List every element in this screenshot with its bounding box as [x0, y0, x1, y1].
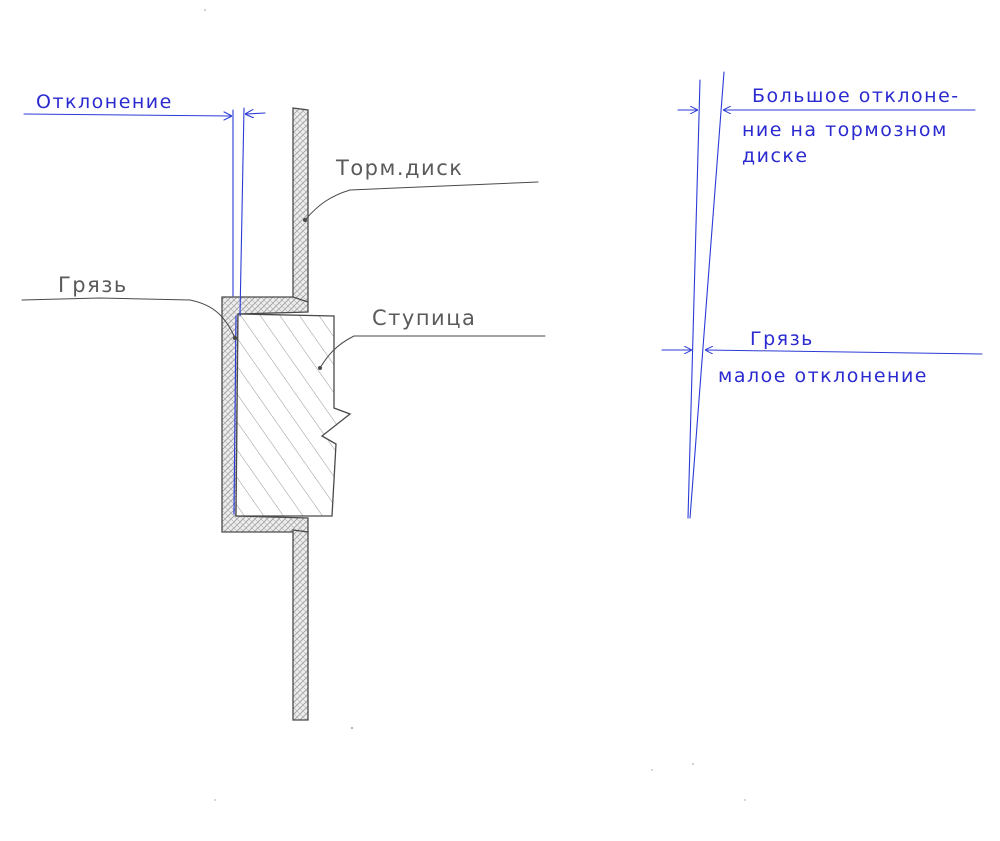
- deflection-dimension-line: [23, 114, 231, 116]
- hub-label: Ступица: [372, 306, 476, 330]
- deflected-line: [689, 71, 725, 519]
- hub-leader-dot: [318, 366, 322, 370]
- large-deflection-line-2: ние на тормозном: [742, 119, 948, 141]
- brake-disc-leader-dot: [303, 218, 307, 222]
- dirt-leader: [21, 297, 236, 339]
- paper-specks: [204, 9, 746, 801]
- small-deflection-label: малое отклонение: [718, 365, 928, 387]
- dirt-label-right: Грязь: [750, 328, 814, 350]
- brake-disc-upper: [292, 107, 309, 303]
- deflection-label: Отклонение: [36, 91, 173, 113]
- hub-leader: [319, 335, 546, 369]
- deflection-dimension-tick: [246, 113, 266, 114]
- large-deflection-line-3: диске: [742, 145, 809, 167]
- dirt-layer: [233, 315, 237, 515]
- dirt-label: Грязь: [58, 273, 128, 297]
- large-deflection-line-1: Большое отклоне-: [752, 85, 960, 107]
- dirt-leader-dot: [232, 335, 238, 341]
- brake-disc-label: Торм.диск: [335, 156, 463, 180]
- small-deflection-arrow-right: [706, 350, 983, 355]
- deflection-schematic: Большое отклоне- ние на тормозном диске …: [661, 71, 983, 519]
- brake-disc-leader: [304, 181, 539, 221]
- deflection-line-outer: [239, 107, 245, 317]
- brake-disc-lower: [292, 529, 309, 721]
- hub-assembly-diagram: Отклонение Торм.диск Грязь Ступица: [21, 91, 546, 721]
- hub-body: [235, 313, 352, 517]
- reference-line: [687, 79, 701, 519]
